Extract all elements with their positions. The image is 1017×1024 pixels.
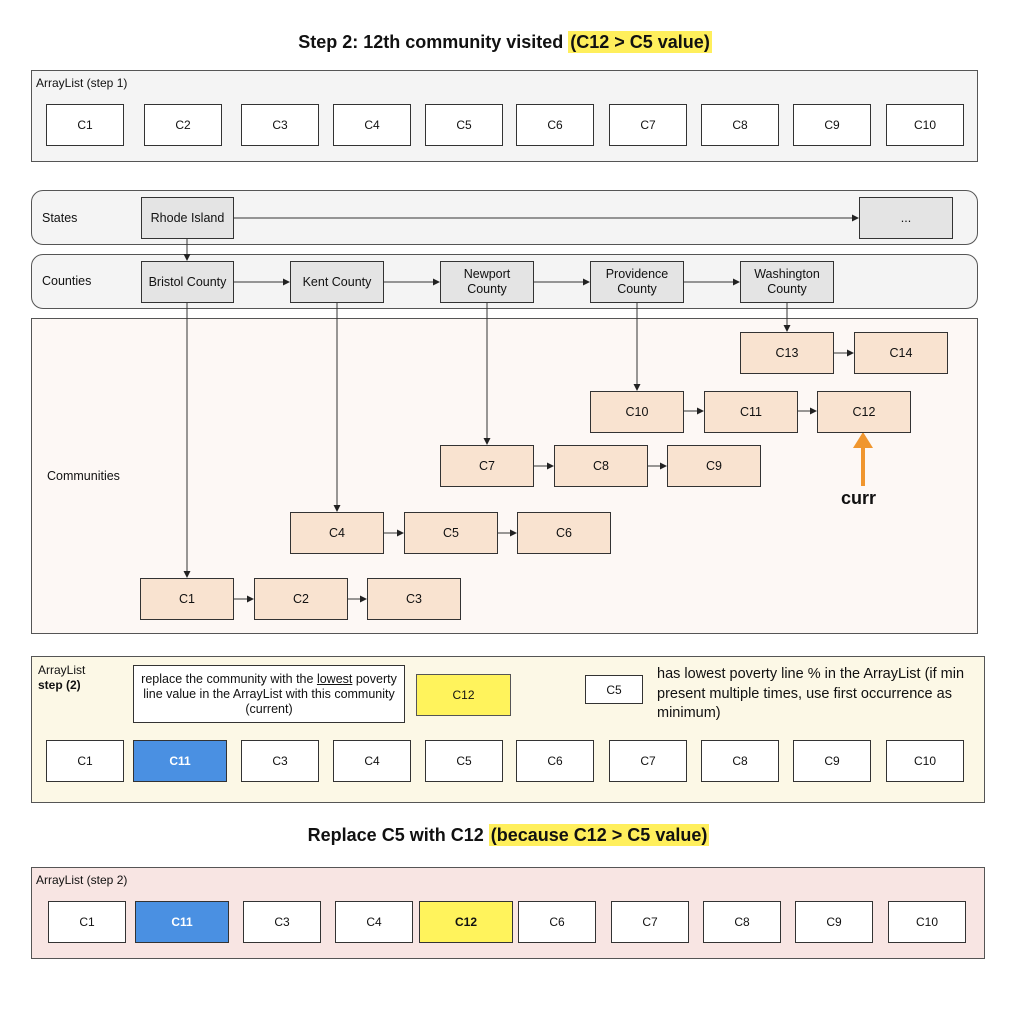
min-explanation: has lowest poverty line % in the ArrayLi… <box>657 666 965 721</box>
work-cell-7: C7 <box>609 740 687 782</box>
result-cell-6: C6 <box>518 901 596 943</box>
step1-cell-4: C4 <box>333 104 411 146</box>
county-newport: Newport County <box>440 261 534 303</box>
community-c10: C10 <box>590 391 684 433</box>
work-cell-8: C8 <box>701 740 779 782</box>
county-washington: Washington County <box>740 261 834 303</box>
community-c6: C6 <box>517 512 611 554</box>
step1-cell-1: C1 <box>46 104 124 146</box>
community-c11: C11 <box>704 391 798 433</box>
result-cell-1: C1 <box>48 901 126 943</box>
result-cell-7: C7 <box>611 901 689 943</box>
work-cell-10: C10 <box>886 740 964 782</box>
curr-pointer-arrowhead <box>853 432 873 448</box>
step1-cell-10: C10 <box>886 104 964 146</box>
result-cell-5: C12 <box>419 901 513 943</box>
replace-instruction-note: replace the community with the lowest po… <box>133 665 405 723</box>
community-c1: C1 <box>140 578 234 620</box>
step2-work-label: ArrayList step (2) <box>38 663 85 693</box>
work-cell-4: C4 <box>333 740 411 782</box>
result-cell-2: C11 <box>135 901 229 943</box>
arraylist-step2-label: ArrayList (step 2) <box>36 873 128 887</box>
step1-cell-6: C6 <box>516 104 594 146</box>
community-c3: C3 <box>367 578 461 620</box>
top-title-text: Step 2: 12th community visited <box>298 32 569 52</box>
result-cell-9: C9 <box>795 901 873 943</box>
step1-cell-3: C3 <box>241 104 319 146</box>
community-c2: C2 <box>254 578 348 620</box>
community-c8: C8 <box>554 445 648 487</box>
step2-work-label-line1: ArrayList <box>38 663 86 677</box>
bottom-title-highlight: (because C12 > C5 value) <box>488 824 710 846</box>
states-row-label: States <box>42 211 78 225</box>
state-more: ... <box>859 197 953 239</box>
incoming-c12-box: C12 <box>416 674 511 716</box>
county-providence: Providence County <box>590 261 684 303</box>
work-cell-6: C6 <box>516 740 594 782</box>
top-title: Step 2: 12th community visited (C12 > C5… <box>0 31 1010 53</box>
work-cell-2: C11 <box>133 740 227 782</box>
community-c5: C5 <box>404 512 498 554</box>
note-text-lowest: lowest <box>316 672 353 686</box>
work-cell-3: C3 <box>241 740 319 782</box>
arraylist-step1-label: ArrayList (step 1) <box>36 76 128 90</box>
step1-cell-9: C9 <box>793 104 871 146</box>
step1-cell-5: C5 <box>425 104 503 146</box>
communities-row-label: Communities <box>47 469 120 483</box>
work-cell-1: C1 <box>46 740 124 782</box>
county-kent: Kent County <box>290 261 384 303</box>
community-c4: C4 <box>290 512 384 554</box>
note-text-after: poverty line value in the ArrayList with… <box>143 672 397 716</box>
step2-work-label-line2: step (2) <box>38 678 81 692</box>
result-cell-8: C8 <box>703 901 781 943</box>
community-c14: C14 <box>854 332 948 374</box>
result-cell-10: C10 <box>888 901 966 943</box>
step1-cell-2: C2 <box>144 104 222 146</box>
community-c13: C13 <box>740 332 834 374</box>
min-c5-box: C5 <box>585 675 643 704</box>
community-c12: C12 <box>817 391 911 433</box>
note-text-before: replace the community with the <box>141 672 317 686</box>
curr-label: curr <box>841 488 877 508</box>
work-cell-9: C9 <box>793 740 871 782</box>
counties-row-label: Counties <box>42 274 92 288</box>
bottom-title-text: Replace C5 with C12 <box>307 825 489 845</box>
result-cell-4: C4 <box>335 901 413 943</box>
bottom-title: Replace C5 with C12 (because C12 > C5 va… <box>0 824 1017 846</box>
top-title-highlight: (C12 > C5 value) <box>568 31 712 53</box>
work-cell-5: C5 <box>425 740 503 782</box>
state-rhode-island: Rhode Island <box>141 197 234 239</box>
county-bristol: Bristol County <box>141 261 234 303</box>
result-cell-3: C3 <box>243 901 321 943</box>
step1-cell-7: C7 <box>609 104 687 146</box>
community-c9: C9 <box>667 445 761 487</box>
community-c7: C7 <box>440 445 534 487</box>
step1-cell-8: C8 <box>701 104 779 146</box>
